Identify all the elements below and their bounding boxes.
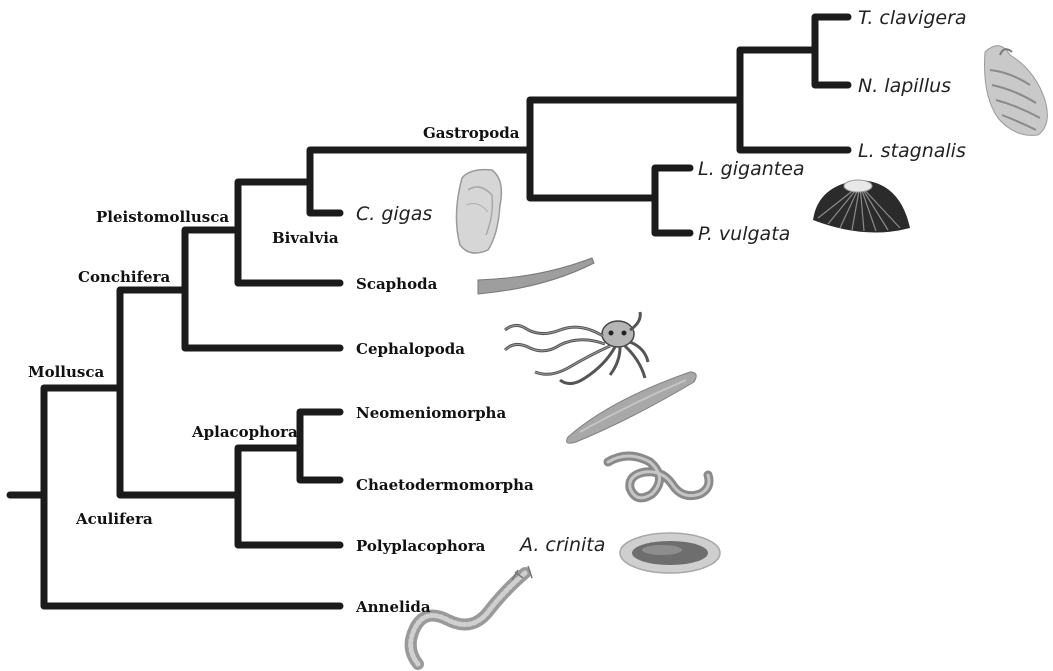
branch-caeno-hetero bbox=[740, 50, 848, 150]
clade-label-bivalvia: Bivalvia bbox=[272, 229, 339, 247]
solenogaster-illustration bbox=[567, 372, 697, 443]
branch-conchifera bbox=[185, 230, 340, 348]
clade-label-mollusca: Mollusca bbox=[28, 363, 104, 381]
species-label-c-gigas: C. gigas bbox=[356, 203, 432, 225]
species-label-t-clavigera: T. clavigera bbox=[858, 7, 967, 29]
branch-conchifera-aculifera bbox=[120, 290, 238, 495]
species-label-n-lapillus: N. lapillus bbox=[858, 75, 951, 97]
species-label-l-gigantea: L. gigantea bbox=[698, 158, 805, 180]
clade-label-pleistomollusca: Pleistomollusca bbox=[96, 208, 229, 226]
limpet-illustration bbox=[813, 180, 910, 233]
branch-aculifera bbox=[238, 448, 340, 545]
taxon-label-polyplacophora: Polyplacophora bbox=[356, 537, 486, 555]
clade-label-aplacophora: Aplacophora bbox=[191, 423, 298, 441]
species-label-a-crinita: A. crinita bbox=[518, 534, 605, 556]
species-label-l-stagnalis: L. stagnalis bbox=[858, 140, 966, 162]
branch-neogastropods bbox=[815, 17, 848, 85]
species-label-p-vulgata: P. vulgata bbox=[698, 223, 790, 245]
taxon-label-annelida: Annelida bbox=[355, 598, 431, 616]
whelk-shell-illustration bbox=[985, 46, 1048, 136]
clade-label-gastropoda: Gastropoda bbox=[423, 124, 520, 142]
taxon-label-cephalopoda: Cephalopoda bbox=[356, 340, 465, 358]
branch-limpets bbox=[655, 168, 690, 233]
octopus-illustration bbox=[505, 312, 648, 384]
chiton-illustration bbox=[620, 533, 720, 573]
clade-label-conchifera: Conchifera bbox=[78, 268, 170, 286]
taxon-label-chaetodermomorpha: Chaetodermomorpha bbox=[356, 476, 534, 494]
taxon-label-neomeniomorpha: Neomeniomorpha bbox=[356, 404, 506, 422]
tusk-shell-illustration bbox=[478, 258, 594, 294]
chaetoderm-illustration bbox=[608, 456, 709, 498]
taxon-label-scaphoda: Scaphoda bbox=[356, 275, 438, 293]
branch-gastropoda bbox=[530, 100, 740, 198]
clade-label-aculifera: Aculifera bbox=[75, 510, 153, 528]
oyster-illustration bbox=[456, 170, 501, 253]
branch-aplacophora bbox=[300, 412, 340, 480]
